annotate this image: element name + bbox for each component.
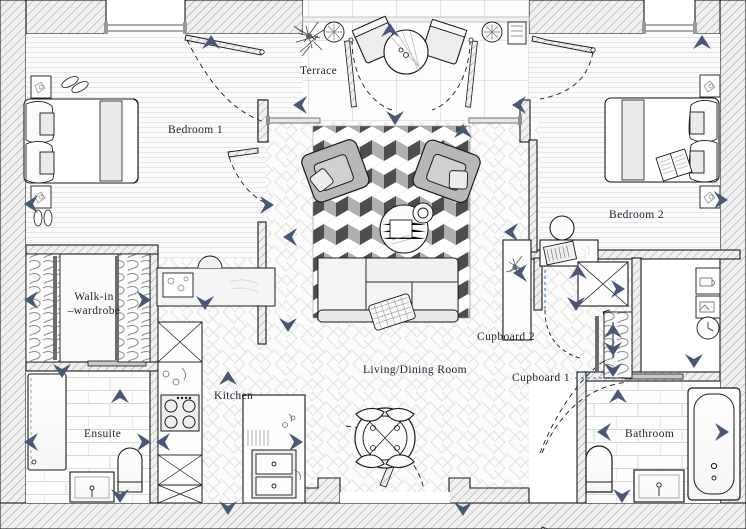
lamp-bedroom-1: [197, 255, 223, 269]
arrow-bed1-east-icon[interactable]: [293, 96, 307, 114]
arrow-ensuite-up-icon[interactable]: [111, 389, 129, 403]
arrow-kitchen-west-icon[interactable]: [156, 433, 170, 451]
arrow-cup1-updown-icon[interactable]: [604, 322, 622, 358]
decor-frame: [695, 295, 721, 319]
washbasin-ensuite: [69, 471, 115, 503]
arrow-cup1-east-icon[interactable]: [611, 280, 625, 298]
arrow-bath-east-icon[interactable]: [715, 423, 729, 441]
arrow-ensuite-east-icon[interactable]: [137, 433, 151, 451]
arrow-bed1-corner-icon[interactable]: [260, 196, 274, 214]
arrow-bed2-door-icon[interactable]: [504, 223, 518, 241]
door-ensuite-sliding: [87, 360, 147, 367]
terrace-chair-right: [421, 18, 468, 65]
arrow-ensuite-down-icon[interactable]: [111, 489, 129, 503]
tray-decor: [162, 272, 194, 298]
plant-large: [293, 21, 325, 57]
door-bedroom-1-top: [184, 34, 265, 123]
arrow-kitchen-down-icon[interactable]: [219, 501, 237, 515]
arrow-bed2-west-icon[interactable]: [512, 96, 526, 114]
arrow-ensuite-west-icon[interactable]: [24, 433, 38, 451]
navigation-arrows-layer[interactable]: [24, 23, 729, 516]
bed-2: [604, 97, 720, 183]
toilet-bathroom: [585, 445, 613, 493]
arrow-kitchen-counter-icon[interactable]: [196, 296, 214, 310]
kitchen-fixtures: [157, 321, 306, 504]
plant-small: [323, 21, 345, 43]
coffee-table: [379, 202, 434, 254]
door-bathroom-sliding: [624, 373, 684, 380]
arrow-bed1-south-icon[interactable]: [283, 228, 297, 246]
arrow-island-east-icon[interactable]: [289, 433, 303, 451]
terrace-table: [383, 29, 429, 75]
hall-plant: [505, 255, 525, 277]
wall-art-2: [30, 185, 52, 209]
wall-art-1: [30, 75, 52, 99]
decor-mug: [695, 267, 721, 295]
arrow-living-west-icon[interactable]: [279, 318, 297, 332]
arrow-bed1-west-icon[interactable]: [24, 195, 38, 213]
armchair-right: [412, 139, 481, 204]
dining-table: [354, 407, 416, 469]
bedroom-1-furniture: [23, 75, 276, 307]
arrow-bed2-east-icon[interactable]: [714, 191, 728, 209]
arrow-terrace-down-icon[interactable]: [386, 111, 404, 125]
arrow-wardrobe-west-icon[interactable]: [24, 291, 38, 309]
living-dining-furniture: [301, 125, 481, 469]
walk-in-wardrobe-furniture: [25, 253, 151, 363]
arrow-bed1-north-icon[interactable]: [202, 35, 220, 49]
arrow-terrace-up-icon[interactable]: [381, 23, 399, 37]
slippers-1: [61, 76, 89, 93]
sofa: [317, 257, 459, 331]
slippers-2: [33, 209, 53, 227]
arrow-cup1-down-icon[interactable]: [604, 363, 622, 377]
plant-right: [481, 21, 503, 43]
arrow-bath-up-icon[interactable]: [609, 389, 627, 403]
arrow-living-north-icon[interactable]: [454, 124, 472, 138]
door-terrace-left: [344, 37, 393, 111]
arrow-bed2-desk-icon[interactable]: [513, 264, 527, 282]
door-terrace-right: [431, 37, 478, 111]
arrow-bath-west-icon[interactable]: [597, 423, 611, 441]
bed-1: [23, 98, 139, 184]
bathtub: [687, 387, 741, 501]
arrow-bath-entry-icon[interactable]: [685, 354, 703, 368]
door-bedroom-2: [531, 35, 596, 100]
cushion: [368, 293, 416, 331]
ensuite-fixtures: [27, 373, 143, 503]
terrace-side-table: [507, 21, 527, 45]
terrace-furniture: [293, 15, 527, 75]
hall-storage: [502, 239, 532, 341]
bathroom-fixtures: [585, 267, 741, 503]
windows: [104, 16, 697, 125]
arrow-bed2-north-icon[interactable]: [693, 35, 711, 49]
shower-tray: [27, 373, 67, 471]
arrow-living-south-icon[interactable]: [454, 502, 472, 516]
door-bedroom-1-lower: [227, 147, 267, 204]
arrow-wardrobe-east-icon[interactable]: [137, 291, 151, 309]
wall-art-3: [699, 74, 721, 98]
arrow-wardrobe-down-icon[interactable]: [53, 364, 71, 378]
arrow-bath-down-icon[interactable]: [613, 489, 631, 503]
arrow-kitchen-up-icon[interactable]: [219, 371, 237, 385]
arrow-cup2-down-icon[interactable]: [567, 297, 585, 311]
armchair-left: [301, 139, 370, 203]
toilet-ensuite: [117, 447, 143, 493]
arrow-cup2-up-icon[interactable]: [569, 265, 587, 279]
